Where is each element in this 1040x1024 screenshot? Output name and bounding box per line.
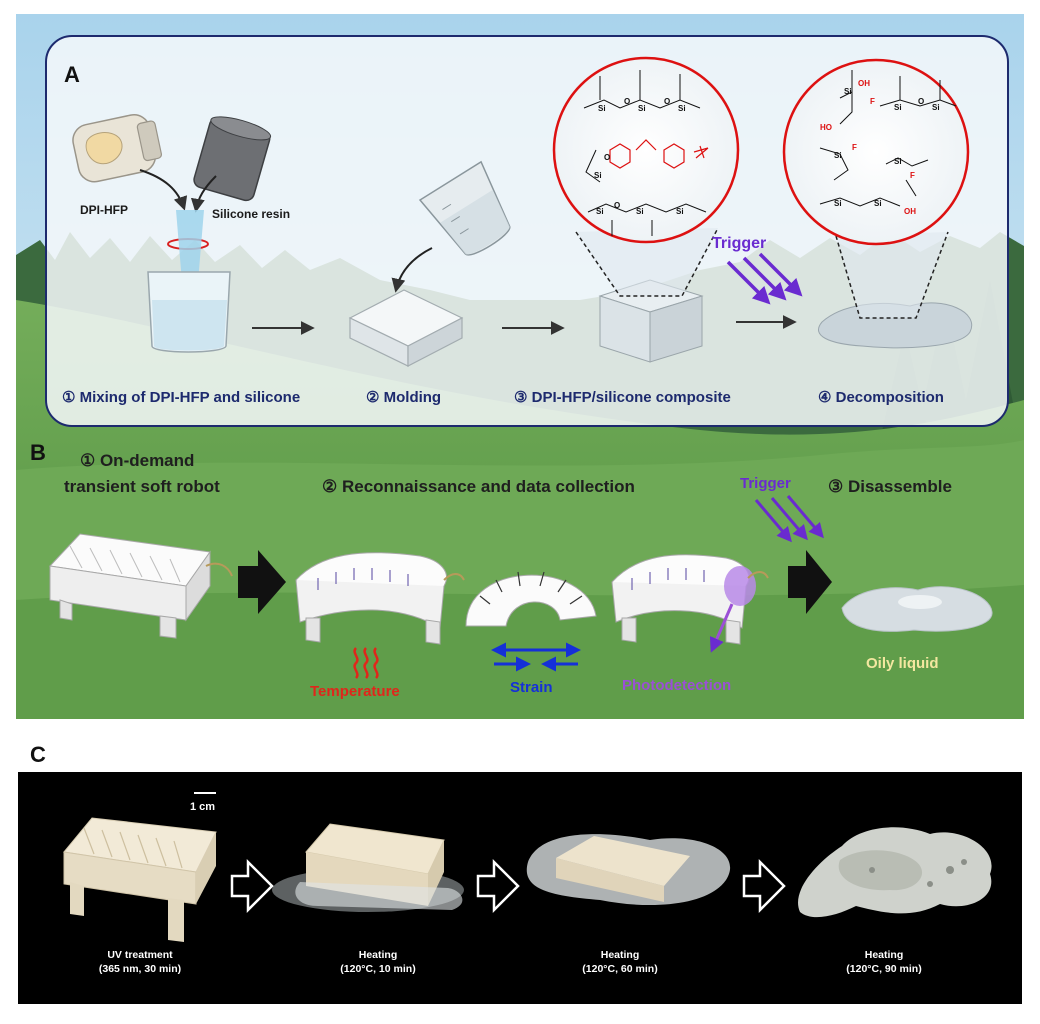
chem-o-3: O: [604, 153, 610, 162]
caption-c-3-line1: Heating: [601, 949, 640, 961]
mixing-beaker-icon: [147, 210, 231, 353]
chem-si-d2: Si: [894, 103, 902, 112]
chem-si-d6: Si: [834, 199, 842, 208]
sample-photo-heating-90min: [798, 827, 992, 918]
caption-c-2-line1: Heating: [359, 949, 398, 961]
strain-arrows-icon: [491, 642, 581, 672]
label-oily-liquid: Oily liquid: [866, 655, 939, 672]
pour-arrow-3: [391, 247, 433, 293]
caption-c-2-line2: (120°C, 10 min): [340, 963, 415, 975]
panel-c-letter: C: [30, 742, 46, 767]
chem-si-d3: Si: [932, 103, 940, 112]
molecule-zoom-decomposition: Si OH HO F Si O Si Si F Si F Si Si OH: [782, 58, 970, 246]
trigger-arrows-a: [726, 252, 803, 305]
chem-si-2: Si: [638, 104, 646, 113]
hollow-arrow-1: [230, 858, 274, 914]
hollow-arrow-3: [742, 858, 786, 914]
caption-c-4-line2: (120°C, 90 min): [846, 963, 921, 975]
chem-si-4: Si: [594, 171, 602, 180]
soft-robot-icon: [48, 533, 233, 639]
chem-si-5: Si: [596, 207, 604, 216]
big-arrow-b-1: [238, 550, 286, 614]
scale-bar-label: 1 cm: [190, 801, 215, 813]
caption-a-step3: ③ DPI-HFP/silicone composite: [514, 389, 731, 406]
chem-o-d1: O: [918, 97, 924, 106]
label-trigger-a: Trigger: [712, 235, 766, 252]
zoom-cone-composite: [575, 227, 719, 297]
chem-o-2: O: [664, 97, 670, 106]
caption-b-step2: ② Reconnaissance and data collection: [322, 477, 635, 496]
bending-robot-photodetection-icon: [611, 554, 769, 653]
heat-waves-icon: [353, 647, 379, 679]
caption-c-1-line2: (365 nm, 30 min): [99, 963, 181, 975]
zoom-cone-decomposition: [835, 231, 949, 319]
chem-f-3: F: [910, 171, 915, 180]
chem-si-1: Si: [598, 104, 606, 113]
chem-si-d7: Si: [874, 199, 882, 208]
dpi-hfp-bottle-icon: [72, 114, 162, 183]
chem-f-2: F: [852, 143, 857, 152]
caption-a-step2: ② Molding: [366, 389, 441, 406]
chem-si-d4: Si: [834, 151, 842, 160]
panel-b-letter: B: [30, 440, 46, 465]
label-strain: Strain: [510, 679, 553, 696]
caption-b-step1-line2: transient soft robot: [64, 477, 220, 496]
molecule-zoom-composite: Si O Si O Si Si O Si O Si Si: [552, 56, 740, 244]
puddle-highlight: [898, 595, 942, 609]
chem-oh-2: OH: [904, 207, 916, 216]
panel-c: C 1 cm: [18, 742, 1022, 1004]
caption-c-4-line1: Heating: [865, 949, 904, 961]
mold-block-icon: [348, 289, 464, 367]
label-silicone-resin: Silicone resin: [212, 207, 290, 221]
chem-ho-1: HO: [820, 123, 832, 132]
chem-si-d5: Si: [894, 157, 902, 166]
label-trigger-b: Trigger: [740, 475, 791, 492]
chem-si-3: Si: [678, 104, 686, 113]
chem-f-1: F: [870, 97, 875, 106]
sample-photo-heating-60min: [526, 834, 731, 906]
panel-a: A DPI-HFP Silicone resin: [45, 35, 1009, 427]
measuring-cup-icon: [418, 160, 511, 256]
sample-photo-uv-treatment: [63, 817, 217, 942]
chem-si-6: Si: [636, 207, 644, 216]
caption-a-step1: ① Mixing of DPI-HFP and silicone: [62, 389, 300, 406]
label-photodetection: Photodetection: [622, 677, 731, 694]
caption-c-1-line1: UV treatment: [107, 949, 173, 961]
trigger-arrows-b: [754, 495, 824, 543]
hollow-arrow-2: [476, 858, 520, 914]
chem-o-1: O: [624, 97, 630, 106]
pour-arrow-2: [190, 175, 217, 213]
panel-a-letter: A: [64, 62, 80, 87]
big-arrow-b-2: [788, 550, 832, 614]
panel-b: B ① On-demand transient soft robot ② Rec…: [30, 440, 993, 700]
oily-liquid-puddle-icon: [841, 586, 993, 632]
caption-b-step3: ③ Disassemble: [828, 477, 952, 496]
arched-robot-strain-icon: [465, 571, 597, 627]
chem-si-7: Si: [676, 207, 684, 216]
bending-robot-temperature-icon: [295, 552, 465, 645]
caption-b-step1-line1: ① On-demand: [80, 451, 194, 470]
chem-oh-1: OH: [858, 79, 870, 88]
chem-o-4: O: [614, 201, 620, 210]
label-dpi-hfp: DPI-HFP: [80, 203, 128, 217]
caption-c-3-line2: (120°C, 60 min): [582, 963, 657, 975]
pour-arrow-1: [139, 169, 188, 211]
chem-si-d1: Si: [844, 87, 852, 96]
caption-a-step4: ④ Decomposition: [818, 389, 944, 406]
label-temperature: Temperature: [310, 683, 400, 700]
sample-photo-heating-10min: [272, 823, 464, 912]
